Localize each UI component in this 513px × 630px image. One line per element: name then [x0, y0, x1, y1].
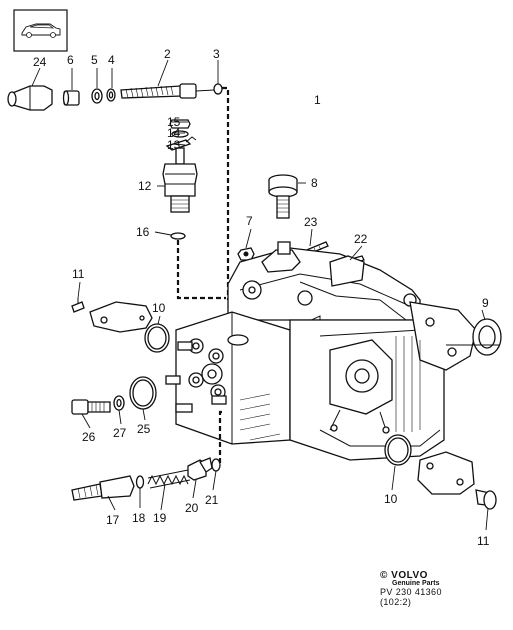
- callout-22: 22: [354, 232, 368, 246]
- callout-10-lower: 10: [384, 492, 398, 506]
- part-5-washer: [91, 88, 103, 104]
- callout-11-lower: 11: [477, 534, 490, 548]
- callout-14: 14: [167, 126, 181, 140]
- part-1-injection-pump-body: [165, 241, 477, 461]
- part-10-o-ring-upper: [144, 323, 170, 353]
- callout-18: 18: [132, 511, 146, 525]
- callout-2: 2: [164, 47, 171, 61]
- callout-11-upper: 11: [72, 267, 85, 281]
- callout-6: 6: [67, 53, 74, 67]
- callout-1: 1: [314, 93, 321, 107]
- callout-5: 5: [91, 53, 98, 67]
- vehicle-thumbnail: [13, 9, 68, 52]
- callout-21: 21: [205, 493, 219, 507]
- part-25-seal-ring: [129, 376, 157, 410]
- callout-16: 16: [136, 225, 150, 239]
- part-26-banjo-screw: [71, 399, 111, 415]
- part-18-washer: [135, 475, 145, 489]
- callout-27: 27: [113, 426, 127, 440]
- volvo-brand-line: © VOLVO: [380, 570, 505, 581]
- callout-24: 24: [33, 55, 47, 69]
- volvo-footer: © VOLVO Genuine Parts PV 230 41360 (102:…: [380, 570, 505, 607]
- part-10-o-ring-lower: [384, 434, 412, 466]
- callout-7: 7: [246, 214, 253, 228]
- callout-25: 25: [137, 422, 151, 436]
- part-13-cable-terminal: [165, 136, 197, 151]
- callout-23: 23: [304, 215, 318, 229]
- callout-10-upper: 10: [152, 301, 166, 315]
- copyright-symbol: ©: [380, 570, 388, 581]
- illustration-code: PV 230 41360: [380, 587, 442, 597]
- callout-19: 19: [153, 511, 167, 525]
- part-27-washer: [113, 395, 125, 411]
- part-11-cover-left: [71, 298, 153, 333]
- part-20-plug-screw: [187, 457, 213, 481]
- part-24-solenoid-valve: [7, 85, 53, 111]
- part-14-washer: [171, 130, 189, 138]
- part-11-cover-right: [417, 451, 497, 510]
- callout-12: 12: [138, 179, 152, 193]
- part-12-stop-solenoid: [162, 147, 198, 213]
- callout-8: 8: [311, 176, 318, 190]
- part-2-stop-screw: [120, 83, 215, 99]
- genuine-parts-tagline: Genuine Parts: [392, 580, 440, 587]
- part-4-washer: [106, 88, 116, 102]
- part-8-banjo-bolt: [268, 174, 298, 219]
- callout-17: 17: [106, 513, 120, 527]
- part-3-o-ring: [213, 83, 230, 300]
- part-9-shaft-seal: [446, 318, 502, 356]
- part-16-o-ring: [170, 232, 226, 300]
- callout-26: 26: [82, 430, 96, 444]
- part-19-spring: [147, 469, 191, 489]
- volvo-wordmark: VOLVO: [391, 570, 428, 581]
- part-6-sleeve: [62, 90, 80, 106]
- callout-13: 13: [167, 138, 181, 152]
- callout-4: 4: [108, 53, 115, 67]
- part-17-plunger: [71, 475, 135, 501]
- callout-9: 9: [482, 296, 489, 310]
- callout-20: 20: [185, 501, 199, 515]
- callout-15: 15: [167, 115, 181, 129]
- callout-labels: 1 2 3 4 5 6 7 8 9 10 10 11 11 12 13 14 1…: [33, 47, 490, 548]
- part-21-washer: [211, 410, 224, 472]
- callout-3: 3: [213, 47, 220, 61]
- leader-lines: [31, 59, 489, 531]
- illustration-date: (102:2): [380, 597, 412, 607]
